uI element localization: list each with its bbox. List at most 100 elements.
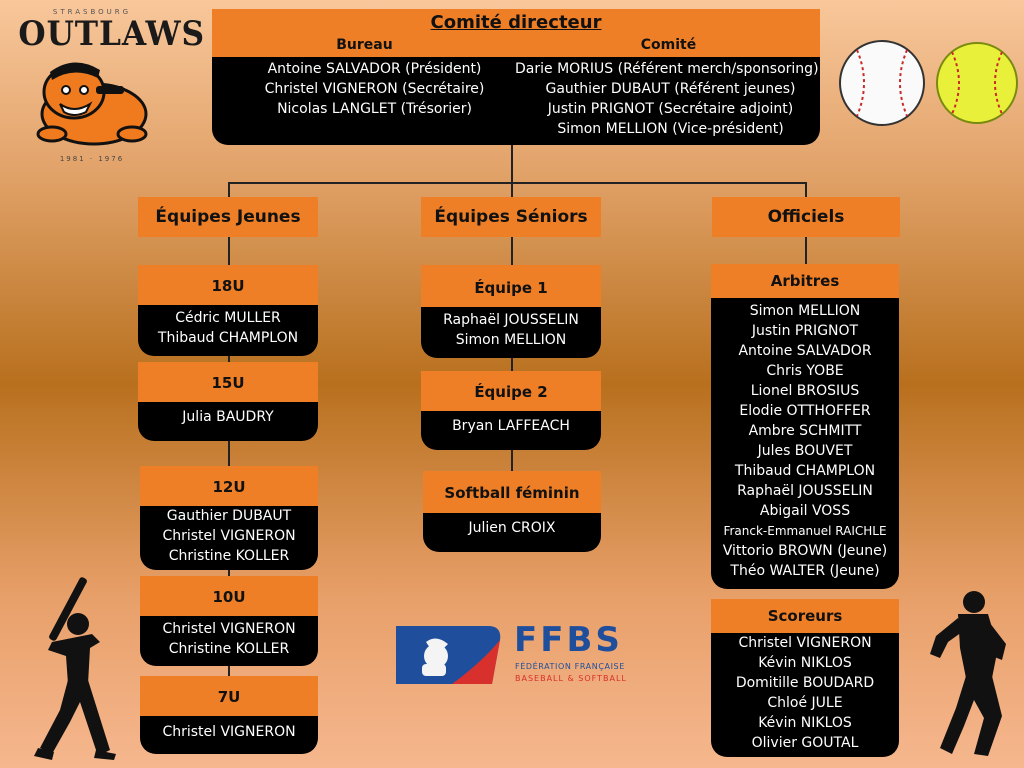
comite-label: Comité [640, 37, 697, 53]
team-member: Gauthier DUBAUT [166, 508, 292, 524]
team-members: Raphaël JOUSSELIN Simon MELLION [421, 307, 601, 358]
ffbs-name: FFBS [514, 620, 623, 660]
club-logo-name: OUTLAWS [18, 14, 206, 54]
arbitre-member: Elodie OTTHOFFER [739, 403, 871, 419]
team-card-softball-feminin: Softball féminin Julien CROIX [423, 471, 601, 552]
team-card-10u: 10U Christel VIGNERON Christine KOLLER [140, 576, 318, 666]
pitcher-silhouette-icon [930, 591, 1006, 756]
team-title: Équipe 1 [421, 265, 601, 307]
team-member: Simon MELLION [455, 332, 567, 348]
scoreur-member: Kévin NIKLOS [758, 655, 852, 671]
team-card-12u: 12U Gauthier DUBAUT Christel VIGNERON Ch… [140, 466, 318, 570]
baseball-icon [839, 40, 925, 126]
team-title: Softball féminin [423, 471, 601, 513]
team-member: Christine KOLLER [168, 548, 290, 564]
batter-silhouette-icon [34, 577, 116, 760]
comite-member: Justin PRIGNOT (Secrétaire adjoint) [547, 101, 794, 117]
team-member: Christel VIGNERON [162, 724, 296, 740]
comite-member: Gauthier DUBAUT (Référent jeunes) [545, 81, 796, 97]
team-member: Julia BAUDRY [182, 409, 274, 425]
connector-horizontal [228, 182, 807, 184]
connector-officiels-column [805, 236, 807, 266]
scoreur-member: Christel VIGNERON [738, 635, 872, 651]
arbitres-list: Simon MELLION Justin PRIGNOT Antoine SAL… [711, 298, 899, 589]
arbitre-member: Vittorio BROWN (Jeune) [722, 543, 888, 559]
team-members: Bryan LAFFEACH [421, 411, 601, 450]
category-jeunes: Équipes Jeunes [138, 197, 318, 237]
committee-header: Comité directeur Bureau Comité [212, 9, 820, 57]
club-logo: STRASBOURG OUTLAWS 1981 · 1976 [12, 8, 206, 173]
team-title: 10U [140, 576, 318, 616]
team-card-equipe-1: Équipe 1 Raphaël JOUSSELIN Simon MELLION [421, 265, 601, 358]
arbitre-member: Raphaël JOUSSELIN [737, 483, 873, 499]
team-member: Bryan LAFFEACH [452, 418, 570, 434]
team-title: 15U [138, 362, 318, 402]
arbitre-member: Antoine SALVADOR [738, 343, 872, 359]
team-members: Christel VIGNERON [140, 716, 318, 754]
scoreurs-list: Christel VIGNERON Kévin NIKLOS Domitille… [711, 633, 899, 757]
team-card-18u: 18U Cédric MULLER Thibaud CHAMPLON [138, 265, 318, 356]
bulldog-icon [36, 62, 148, 146]
bureau-member: Nicolas LANGLET (Trésorier) [277, 101, 472, 117]
team-member: Cédric MULLER [175, 310, 281, 326]
team-members: Gauthier DUBAUT Christel VIGNERON Christ… [140, 506, 318, 570]
committee-box: Comité directeur Bureau Comité Antoine S… [212, 9, 820, 145]
team-member: Raphaël JOUSSELIN [443, 312, 579, 328]
arbitre-member: Justin PRIGNOT [751, 323, 859, 339]
team-member: Thibaud CHAMPLON [157, 330, 299, 346]
category-seniors: Équipes Séniors [421, 197, 601, 237]
team-title: 18U [138, 265, 318, 305]
club-logo-top-text: STRASBOURG [52, 8, 132, 16]
bureau-member: Christel VIGNERON (Secrétaire) [264, 81, 485, 97]
comite-member: Simon MELLION (Vice-président) [557, 121, 784, 137]
arbitre-member: Théo WALTER (Jeune) [730, 563, 880, 579]
arbitre-member: Ambre SCHMITT [748, 423, 862, 439]
team-card-equipe-2: Équipe 2 Bryan LAFFEACH [421, 371, 601, 450]
club-logo-bottom-text: 1981 · 1976 [59, 155, 125, 163]
team-card-7u: 7U Christel VIGNERON [140, 676, 318, 754]
team-title: 12U [140, 466, 318, 506]
ffbs-line-2: BASEBALL & SOFTBALL [515, 674, 627, 683]
arbitre-member: Simon MELLION [749, 303, 861, 319]
connector-jeunes [228, 182, 230, 197]
connector-committee-down [511, 145, 513, 183]
bureau-label: Bureau [336, 37, 393, 53]
arbitre-member: Chris YOBE [766, 363, 844, 379]
scoreurs-card: Scoreurs Christel VIGNERON Kévin NIKLOS … [711, 599, 899, 757]
arbitre-member: Lionel BROSIUS [750, 383, 860, 399]
connector-seniors [511, 182, 513, 197]
scoreurs-title: Scoreurs [711, 599, 899, 633]
connector-jeunes-column [228, 236, 230, 676]
team-members: Julia BAUDRY [138, 402, 318, 441]
scoreur-member: Domitille BOUDARD [735, 675, 875, 691]
team-title: Équipe 2 [421, 371, 601, 411]
team-members: Julien CROIX [423, 513, 601, 552]
team-member: Christine KOLLER [168, 641, 290, 657]
team-members: Cédric MULLER Thibaud CHAMPLON [138, 305, 318, 356]
ffbs-emblem-icon [396, 626, 501, 684]
team-title: 7U [140, 676, 318, 716]
softball-icon [936, 42, 1018, 124]
arbitres-card: Arbitres Simon MELLION Justin PRIGNOT An… [711, 264, 899, 589]
committee-title: Comité directeur [430, 12, 602, 33]
ffbs-logo: FFBS FÉDÉRATION FRANÇAISE BASEBALL & SOF… [392, 620, 642, 688]
arbitres-title: Arbitres [711, 264, 899, 298]
bureau-member: Antoine SALVADOR (Président) [267, 61, 482, 77]
arbitre-member: Abigail VOSS [759, 503, 851, 519]
team-member: Christel VIGNERON [162, 528, 296, 544]
comite-member: Darie MORIUS (Référent merch/sponsoring) [515, 61, 819, 77]
ffbs-line-1: FÉDÉRATION FRANÇAISE [515, 662, 625, 671]
team-member: Julien CROIX [468, 520, 556, 536]
team-card-15u: 15U Julia BAUDRY [138, 362, 318, 441]
connector-officiels [805, 182, 807, 197]
arbitre-member: Jules BOUVET [757, 443, 853, 459]
scoreur-member: Olivier GOUTAL [751, 735, 859, 751]
comite-list: Darie MORIUS (Référent merch/sponsoring)… [515, 57, 819, 145]
arbitre-member: Thibaud CHAMPLON [734, 463, 876, 479]
scoreur-member: Kévin NIKLOS [758, 715, 852, 731]
team-members: Christel VIGNERON Christine KOLLER [140, 616, 318, 666]
scoreur-member: Chloé JULE [767, 695, 843, 711]
committee-body: Antoine SALVADOR (Président) Christel VI… [212, 57, 820, 145]
team-member: Christel VIGNERON [162, 621, 296, 637]
bureau-list: Antoine SALVADOR (Président) Christel VI… [212, 57, 537, 145]
